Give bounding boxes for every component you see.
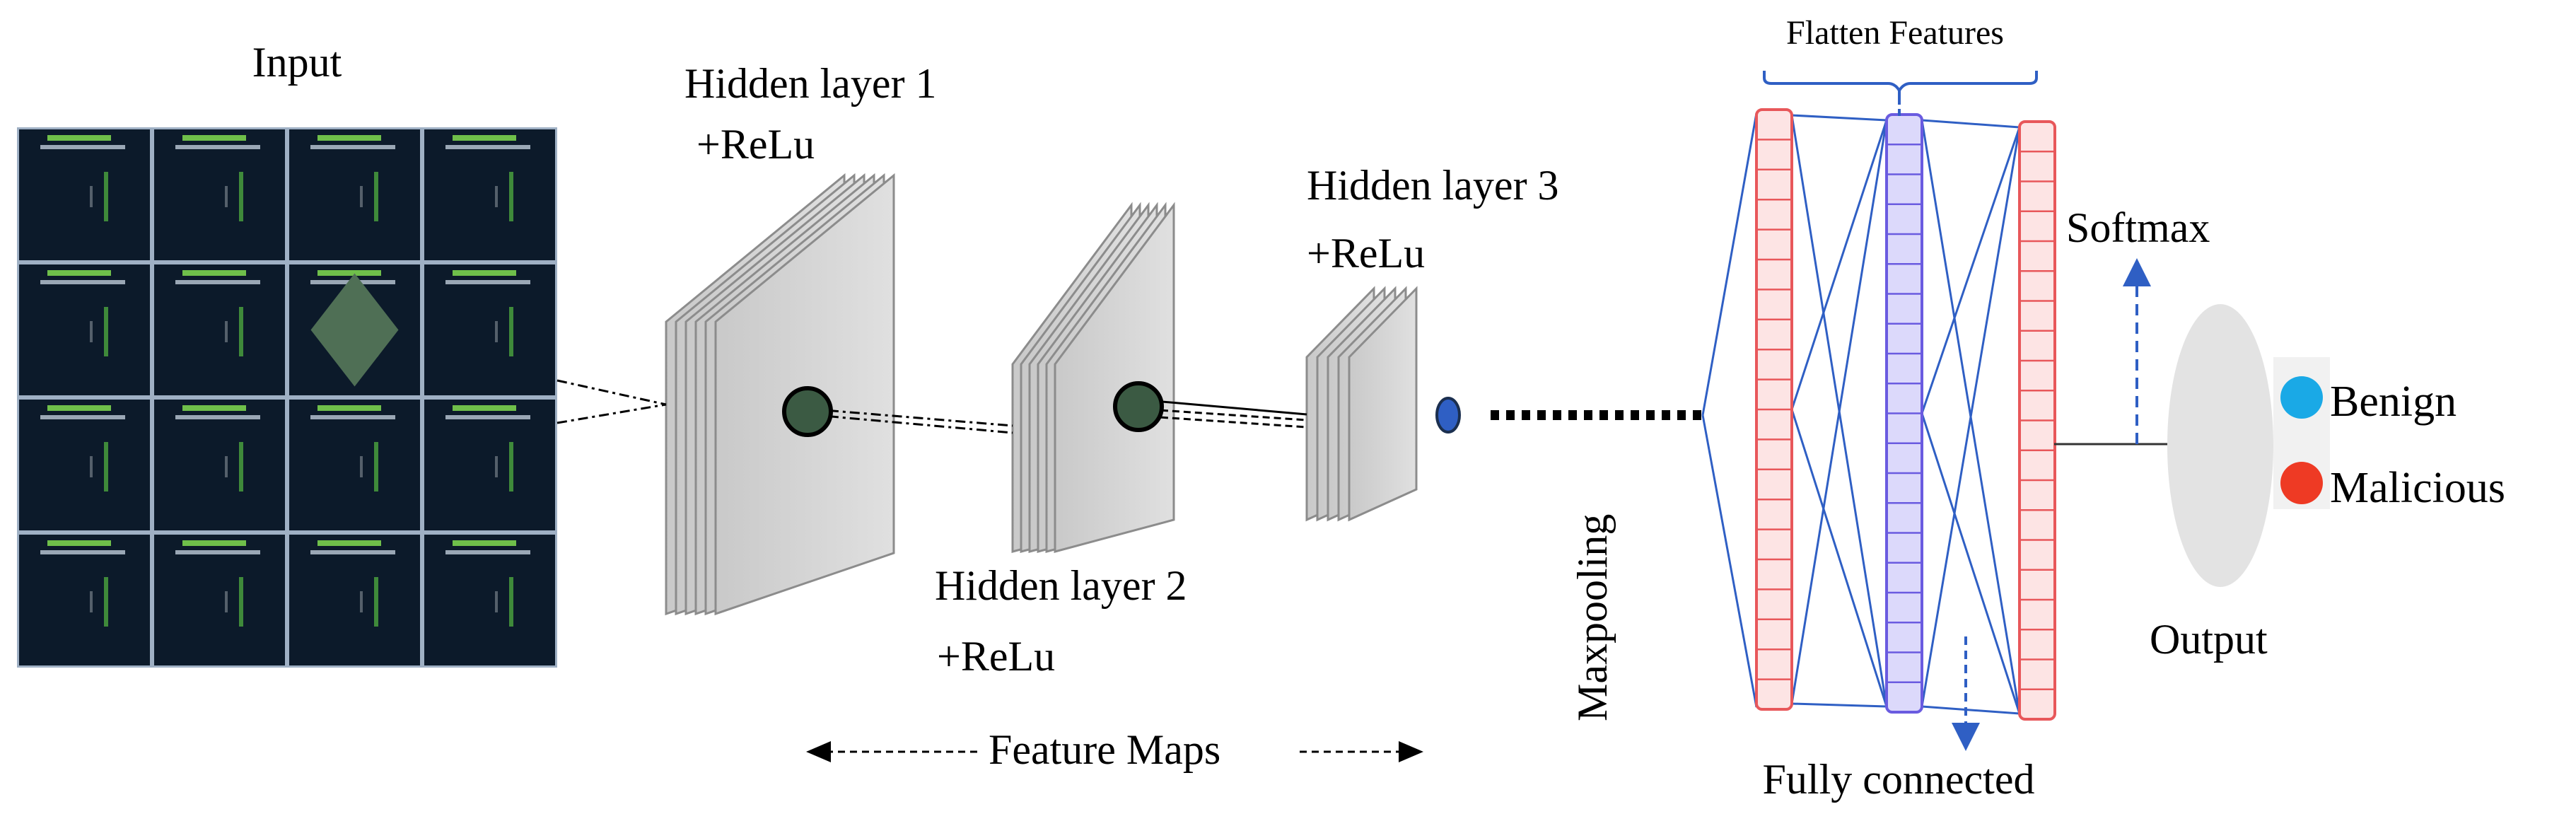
fc-link [1791,702,1887,708]
hidden-layer-1-feature-maps [665,173,895,616]
fc-link [1790,409,1888,707]
benign-dot [2280,376,2323,419]
hidden-layer-2-feature-maps [1011,202,1175,553]
focus-diamond [310,273,399,387]
fc-link [1790,120,1888,704]
feature-maps-arrow [806,741,1423,762]
output-node [2167,304,2273,587]
fully-connected-links [1701,112,2021,715]
fc-link [1701,112,1758,416]
flatten-features-label: Flatten Features [1786,14,2004,52]
fc-link [1791,114,1887,122]
input-tile [19,264,150,395]
input-tile [154,400,285,530]
fc-link [1921,705,2020,715]
input-tile [154,535,285,665]
input-tile [19,129,150,260]
hidden-layer-2-relu-label: +ReLu [937,633,1055,680]
feature-map-sheet [1348,286,1418,522]
input-tile [289,400,420,530]
receptive-field-lines [556,379,1307,434]
fc-layer-column [1885,113,1923,714]
input-tile [19,400,150,530]
benign-label: Benign [2330,378,2456,426]
hidden-layer-3-feature-maps [1305,286,1418,522]
feature-maps-label: Feature Maps [989,726,1220,773]
input-tile [154,129,285,260]
input-tile [289,129,420,260]
fc-link [1701,414,1758,708]
malicious-dot [2280,462,2323,504]
fc-link [1921,119,2020,129]
input-tile [424,264,555,395]
fully-connected-layers [1755,108,2056,721]
input-tile [154,264,285,395]
fc-layer-column [1755,108,1793,711]
flatten-features-brace [1763,71,2038,98]
kernel-3 [1435,397,1461,434]
fc-link [1921,413,2021,714]
fc-link [1790,120,1888,410]
fc-layer-column [2018,120,2056,721]
input-tile [19,535,150,665]
hidden-layer-1-label: Hidden layer 1 [684,60,937,107]
hidden-layer-1-relu-label: +ReLu [697,121,815,168]
hidden-layer-2-label: Hidden layer 2 [935,562,1187,609]
input-image-grid [17,127,557,668]
hidden-layer-3-relu-label: +ReLu [1307,230,1425,277]
input-label: Input [252,39,342,86]
maxpooling-label: Maxpooling [1569,514,1616,721]
hidden-layer-3-label: Hidden layer 3 [1307,162,1559,209]
input-tile [424,400,555,530]
malicious-label: Malicious [2330,464,2505,512]
feature-map-sheet [1054,202,1175,553]
output-label: Output [2150,616,2268,663]
input-tile [289,535,420,665]
fc-link [1921,127,2021,414]
softmax-label: Softmax [2066,204,2210,251]
input-tile [424,535,555,665]
input-tile [424,129,555,260]
fully-connected-label: Fully connected [1763,756,2035,803]
kernel-2 [1113,381,1164,432]
kernel-1 [782,386,833,437]
fc-link [1921,127,2021,707]
